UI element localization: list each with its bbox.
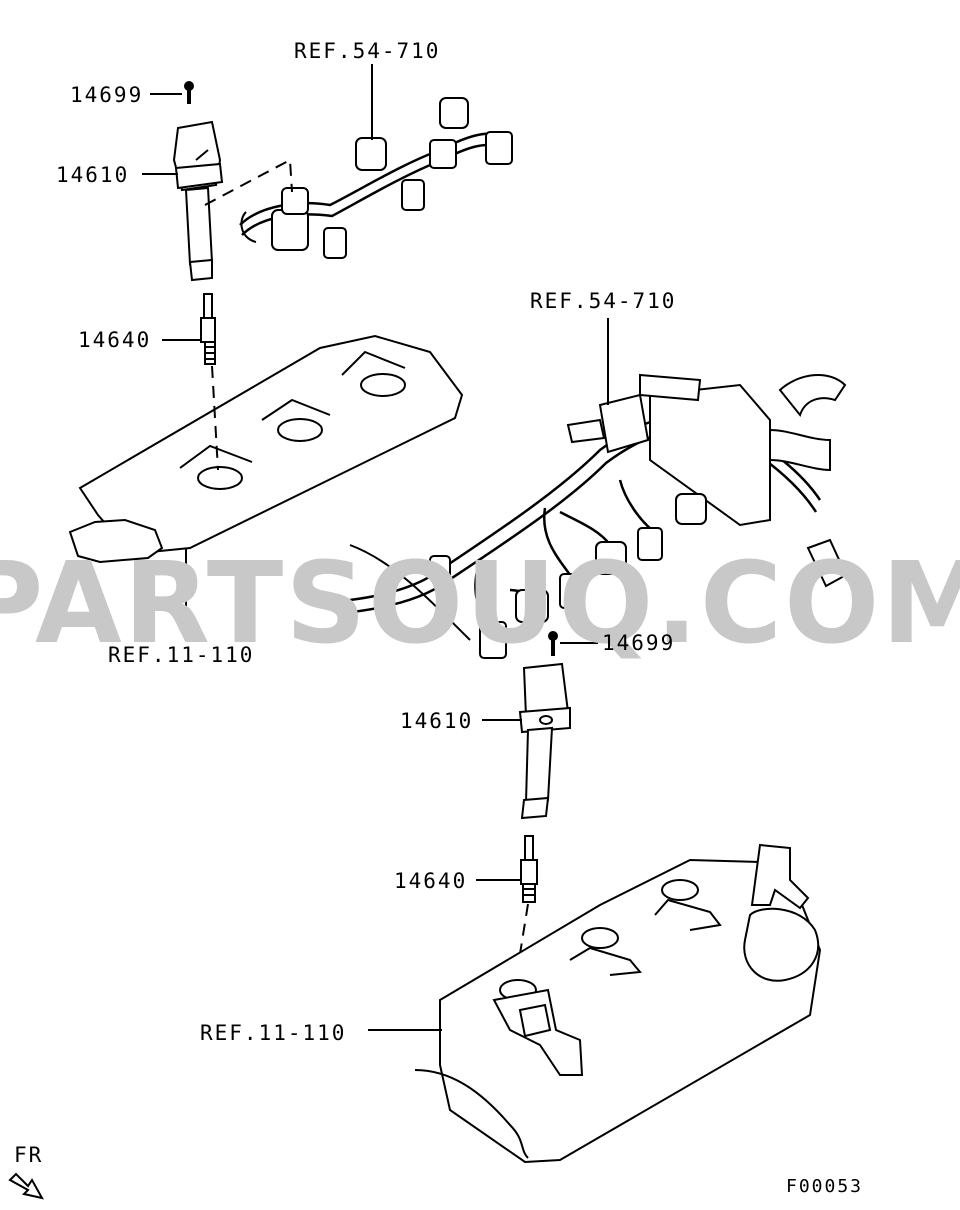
label-ref-head-right: REF.11-110 (200, 1021, 346, 1045)
label-coil-lower: 14610 (400, 709, 473, 733)
bolt-lower (548, 631, 558, 656)
bolt-upper (184, 81, 194, 104)
label-bolt-upper: 14699 (70, 83, 143, 107)
figure-code: F00053 (786, 1176, 863, 1197)
label-ref-harness-mid: REF.54-710 (530, 289, 676, 313)
front-indicator-label: FR (14, 1143, 43, 1167)
cylinder-head-cover-right (414, 843, 822, 1164)
spark-plug-lower (520, 835, 538, 903)
watermark: PARTSOUQ.COM (0, 539, 960, 669)
install-axis-upper (211, 365, 219, 471)
label-plug-upper: 14640 (78, 328, 151, 352)
wiring-harness-main (349, 373, 848, 659)
ignition-coil-lower (518, 662, 571, 820)
spark-plug-upper (200, 293, 216, 365)
label-bolt-lower: 14699 (602, 631, 675, 655)
front-arrow-icon (8, 1172, 44, 1200)
label-coil-upper: 14610 (56, 163, 129, 187)
cylinder-head-cover-left (68, 334, 464, 564)
ignition-coil-upper (172, 120, 224, 282)
label-plug-lower: 14640 (394, 869, 467, 893)
front-direction-indicator: FR (8, 1143, 44, 1200)
wiring-harness-upper (204, 97, 513, 259)
label-ref-head-left: REF.11-110 (108, 643, 254, 667)
label-ref-harness-top: REF.54-710 (294, 39, 440, 63)
